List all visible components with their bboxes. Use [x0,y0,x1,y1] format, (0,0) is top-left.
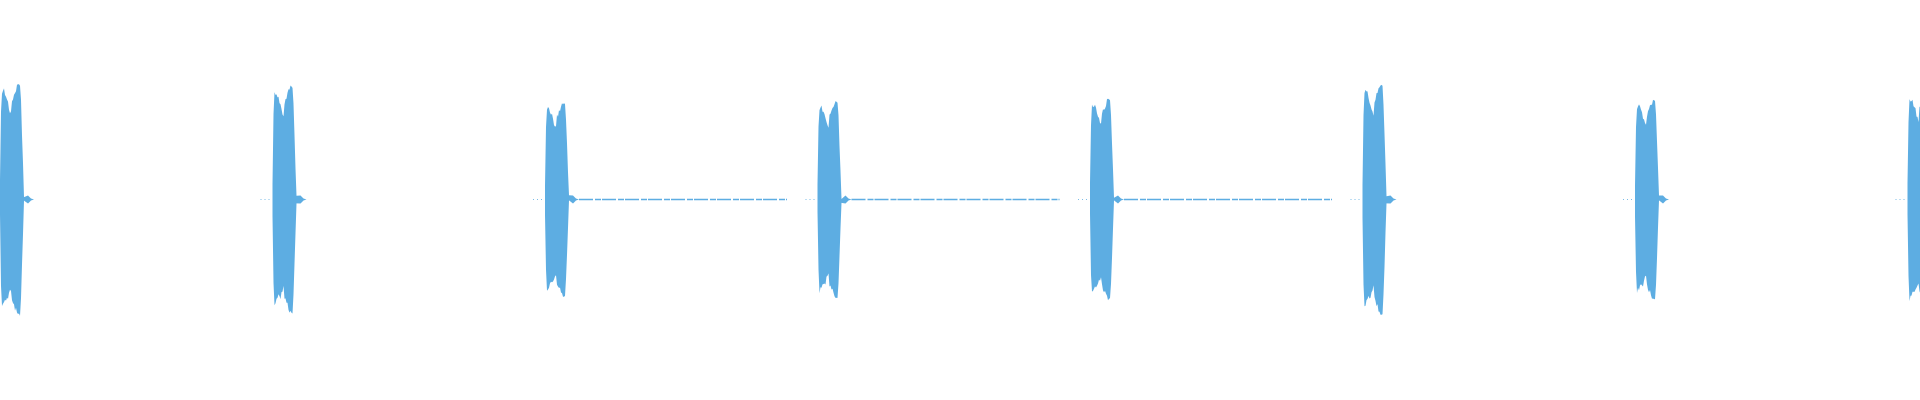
waveform-bursts [0,84,1920,316]
waveform-burst-4 [805,101,1060,298]
waveform-burst-body [1907,99,1920,302]
waveform-burst-body [1090,98,1124,301]
waveform-burst-body [1362,84,1397,315]
waveform-burst-body [1635,99,1669,300]
waveform-burst-1 [0,84,34,316]
waveform-burst-5 [1078,98,1332,301]
waveform-burst-body [0,84,34,316]
waveform-burst-body [272,85,307,314]
waveform-burst-6 [1350,84,1397,315]
waveform-burst-8 [1895,99,1920,302]
waveform-burst-body [817,101,852,298]
waveform-burst-7 [1623,99,1669,300]
waveform-burst-3 [533,103,787,297]
waveform-burst-body [545,103,579,297]
waveform-burst-2 [260,85,307,314]
